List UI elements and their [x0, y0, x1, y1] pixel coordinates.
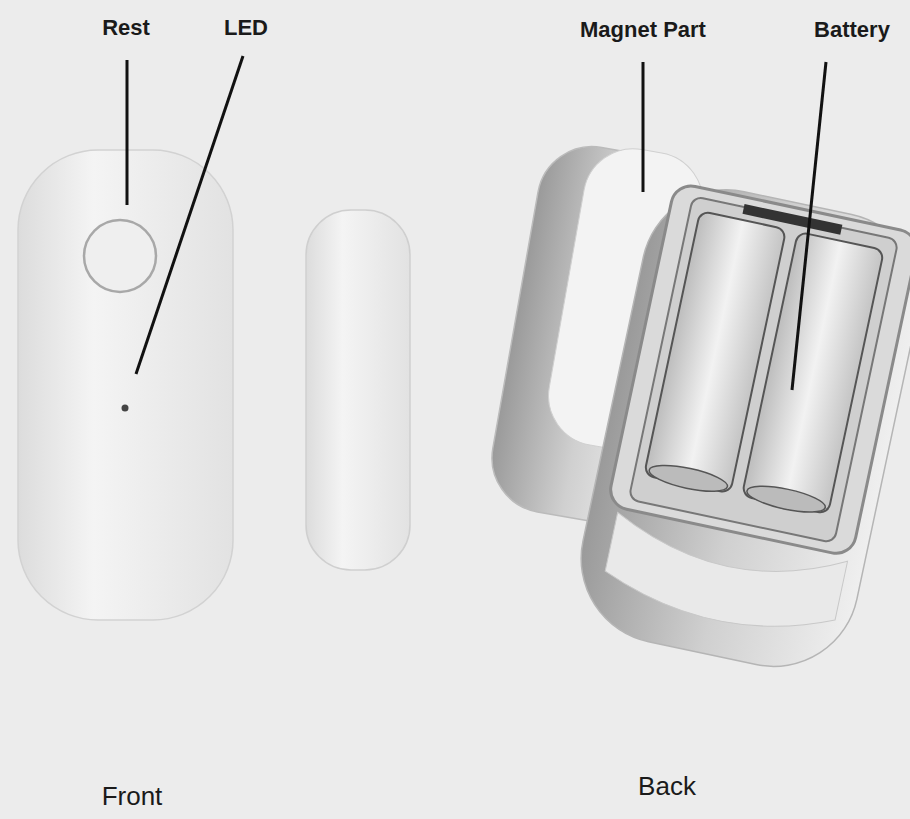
magnet-front [306, 210, 410, 570]
led-dot [122, 405, 129, 412]
leader-lines [127, 56, 826, 390]
battery-housing [565, 174, 910, 682]
part-label: Battery [814, 18, 890, 42]
view-label: Back [638, 772, 696, 801]
reset-button [84, 220, 156, 292]
leader-line [126, 60, 129, 205]
part-label: Magnet Part [580, 18, 706, 42]
part-label: LED [224, 16, 268, 40]
view-label: Front [102, 782, 163, 811]
part-label: Rest [102, 16, 150, 40]
leader-line [136, 56, 243, 374]
sensor-body [18, 150, 233, 620]
leader-line [792, 62, 826, 390]
leader-line [642, 62, 645, 192]
battery-cell [742, 232, 884, 514]
